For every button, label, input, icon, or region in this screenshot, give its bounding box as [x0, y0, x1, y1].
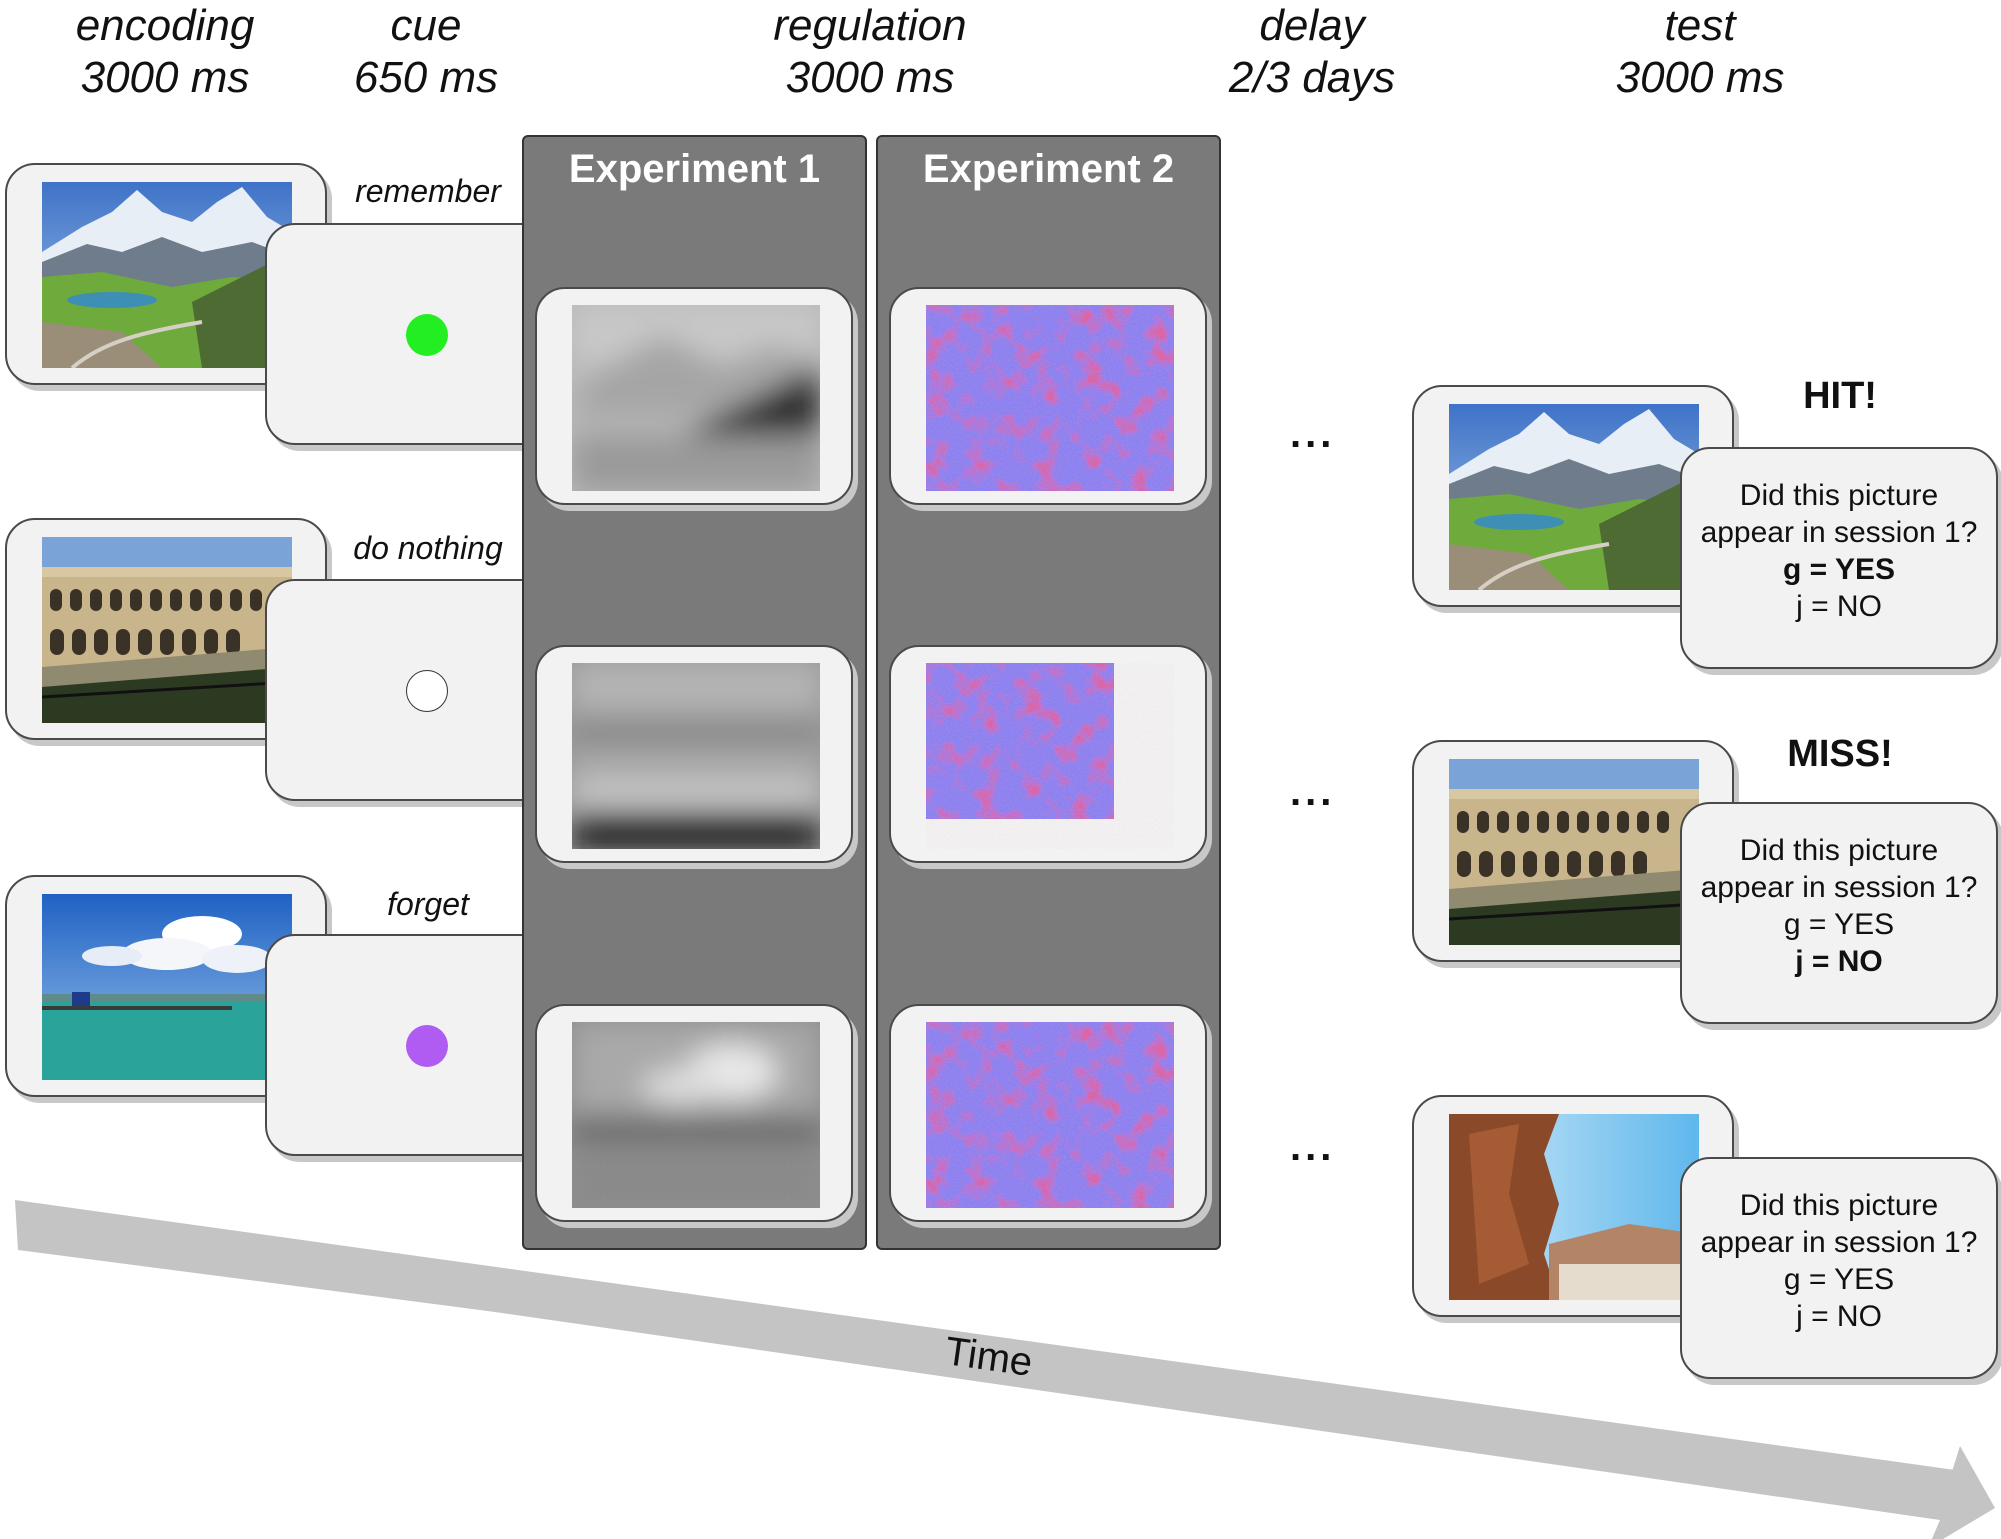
- outcome-hit: HIT!: [1803, 375, 1877, 417]
- colosseum-image: [1449, 759, 1699, 945]
- phase-duration: 3000 ms: [1615, 53, 1785, 102]
- delay-ellipsis-2: ...: [1290, 770, 1336, 814]
- phase-header-delay: delay 2/3 days: [1142, 0, 1482, 104]
- mountain-lake-image: [1449, 404, 1699, 590]
- answer-no-option: j = NO: [1796, 1300, 1882, 1333]
- cue-label-forget: forget: [387, 886, 469, 922]
- regulation-blur-card-1: [535, 287, 853, 505]
- colosseum-image: [42, 537, 292, 723]
- blurred-gray-image: [572, 663, 820, 849]
- test-image-card-1: [1412, 385, 1734, 607]
- answer-yes-option: g = YES: [1783, 908, 1895, 941]
- phase-duration: 3000 ms: [80, 53, 250, 102]
- cue-label-do-nothing: do nothing: [353, 530, 503, 566]
- question-text: Did this picture appear in session 1? g …: [1682, 1187, 1996, 1335]
- scrambled-noise-image: [926, 305, 1174, 491]
- white-cue-dot: [406, 670, 448, 712]
- purple-cue-dot: [406, 1025, 448, 1067]
- regulation-blur-card-3: [535, 1004, 853, 1222]
- regulation-noise-card-3: [889, 1004, 1207, 1222]
- question-line-2: appear in session 1?: [1700, 1226, 1978, 1259]
- question-line-2: appear in session 1?: [1700, 871, 1978, 904]
- phase-name: encoding: [75, 1, 255, 50]
- phase-duration: 2/3 days: [1228, 53, 1396, 102]
- rock-cave-image: [1449, 1114, 1699, 1300]
- scrambled-noise-image: [926, 1022, 1174, 1208]
- cue-label-remember: remember: [355, 173, 501, 209]
- test-question-card-1: Did this picture appear in session 1? g …: [1680, 447, 1998, 669]
- phase-header-regulation: regulation 3000 ms: [700, 0, 1040, 104]
- regulation-noise-card-2: [889, 645, 1207, 863]
- phase-name: delay: [1259, 1, 1365, 50]
- phase-duration: 650 ms: [353, 53, 499, 102]
- green-cue-dot: [406, 314, 448, 356]
- question-text: Did this picture appear in session 1? g …: [1682, 832, 1996, 980]
- regulation-noise-card-1: [889, 287, 1207, 505]
- test-question-card-2: Did this picture appear in session 1? g …: [1680, 802, 1998, 1024]
- mountain-lake-image: [42, 182, 292, 368]
- test-question-card-3: Did this picture appear in session 1? g …: [1680, 1157, 1998, 1379]
- phase-header-test: test 3000 ms: [1530, 0, 1870, 104]
- answer-yes-option: g = YES: [1783, 1263, 1895, 1296]
- scrambled-noise-image: [926, 663, 1174, 849]
- regulation-blur-card-2: [535, 645, 853, 863]
- phase-header-cue: cue 650 ms: [256, 0, 596, 104]
- phase-header-encoding: encoding 3000 ms: [0, 0, 330, 104]
- outcome-miss: MISS!: [1787, 733, 1893, 775]
- test-image-card-3: [1412, 1095, 1734, 1317]
- pier-sea-image: [42, 894, 292, 1080]
- question-line-1: Did this picture: [1739, 1189, 1939, 1222]
- question-line-1: Did this picture: [1739, 834, 1939, 867]
- question-line-2: appear in session 1?: [1700, 516, 1978, 549]
- answer-no-option: j = NO: [1795, 945, 1883, 978]
- question-line-1: Did this picture: [1739, 479, 1939, 512]
- phase-name: test: [1664, 1, 1736, 50]
- phase-name: regulation: [773, 1, 967, 50]
- blurred-gray-image: [572, 305, 820, 491]
- experiment-1-title: Experiment 1: [568, 147, 821, 191]
- phase-name: cue: [390, 1, 462, 50]
- phase-duration: 3000 ms: [785, 53, 955, 102]
- delay-ellipsis-1: ...: [1290, 412, 1336, 456]
- blurred-gray-image: [572, 1022, 820, 1208]
- experiment-2-title: Experiment 2: [922, 147, 1175, 191]
- answer-yes-option: g = YES: [1782, 553, 1895, 586]
- answer-no-option: j = NO: [1796, 590, 1882, 623]
- question-text: Did this picture appear in session 1? g …: [1682, 477, 1996, 625]
- delay-ellipsis-3: ...: [1290, 1125, 1336, 1169]
